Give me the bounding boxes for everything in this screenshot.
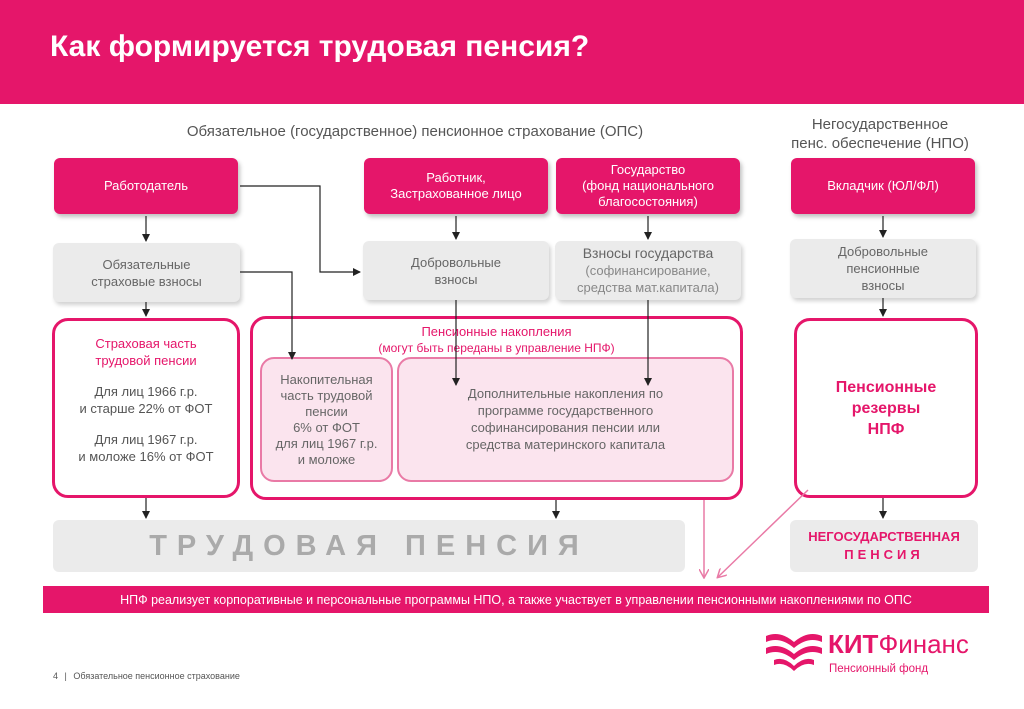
arrow-employer-to-voluntary [240,185,361,276]
ops-header: Обязательное (государственное) пенсионно… [186,123,644,140]
additional-savings-box: Дополнительные накопления по программе г… [397,357,734,482]
insurance-p1-line1: Для лиц 1966 г.р. [94,384,198,399]
page-number: 4 [53,671,59,681]
funded-line4: 6% от ФОТ [293,419,360,435]
npf-reserves-line2: резервы [851,399,921,417]
mandatory-line1: Обязательные [102,256,191,272]
mandatory-line2: страховые взносы [91,273,202,289]
npf-reserves-line1: Пенсионные [835,378,937,396]
savings-subtitle: (могут быть переданы в управление НПФ) [378,341,615,355]
logo-brand-rest: Финанс [878,629,969,659]
voluntary-contributions-box: Добровольные взносы [363,241,549,300]
page-footer: 4 | Обязательное пенсионное страхование [53,671,240,681]
npf-reserves-line3: НПФ [867,420,905,438]
npo-header-line2: пенс. обеспечение (НПО) [791,135,969,152]
funded-part-box: Накопительная часть трудовой пенсии 6% о… [260,357,393,482]
depositor-label: Вкладчик (ЮЛ/ФЛ) [827,178,939,193]
state-contrib-line1: Взносы государства [582,245,714,261]
npo-voluntary-line2: пенсионные [846,261,920,276]
insurance-p2-line1: Для лиц 1967 г.р. [94,432,198,447]
state-box: Государство (фонд национального благосос… [556,158,740,214]
logo-subtitle: Пенсионный фонд [829,663,929,675]
worker-box: Работник, Застрахованное лицо [364,158,548,214]
logo-brand-bold: КИТ [828,629,879,659]
extra-line3: софинансирования пенсии или [471,420,660,435]
private-pension-line1: НЕГОСУДАРСТВЕННАЯ [808,529,960,544]
npf-info-bar: НПФ реализует корпоративные и персональн… [43,586,989,613]
state-label-line1: Государство [610,162,686,177]
npf-reserves-box: Пенсионные резервы НПФ [794,318,978,498]
insurance-part-box: Страховая часть трудовой пенсии Для лиц … [52,318,240,498]
insurance-p1-line2: и старше 22% от ФОТ [79,401,213,416]
worker-label-line2: Застрахованное лицо [390,186,522,201]
employer-box: Работодатель [54,158,238,214]
voluntary-line1: Добровольные [411,254,501,270]
funded-line6: и моложе [297,451,356,467]
funded-line2: часть трудовой [280,387,373,403]
extra-line4: средства материнского капитала [465,437,666,452]
page-footer-text: Обязательное пенсионное страхование [73,671,240,681]
private-pension-box: НЕГОСУДАРСТВЕННАЯ ПЕНСИЯ [790,520,978,572]
page-footer-separator: | [64,671,67,681]
labor-pension-bar: ТРУДОВАЯ ПЕНСИЯ [53,520,685,572]
state-label-line3: благосостояния) [598,194,698,209]
employer-label: Работодатель [103,178,189,193]
labor-pension-label: ТРУДОВАЯ ПЕНСИЯ [149,529,589,562]
savings-title: Пенсионные накопления [421,324,572,339]
depositor-box: Вкладчик (ЮЛ/ФЛ) [791,158,975,214]
extra-line2: программе государственного [477,403,654,418]
logo-brand: КИТФинанс [828,629,969,659]
worker-label-line1: Работник, [426,170,486,185]
state-contrib-line2: (софинансирование, [585,263,711,278]
private-pension-line2: ПЕНСИЯ [844,547,924,562]
extra-line1: Дополнительные накопления по [467,386,664,401]
insurance-title-line2: трудовой пенсии [95,353,197,368]
voluntary-line2: взносы [434,271,478,287]
insurance-title-line1: Страховая часть [95,336,197,351]
npf-info-text: НПФ реализует корпоративные и персональн… [120,592,912,607]
npo-header: Негосударственное пенс. обеспечение (НПО… [770,115,990,153]
kit-finance-logo-icon [764,628,824,672]
title-bar [0,0,1024,104]
npo-voluntary-box: Добровольные пенсионные взносы [790,239,976,298]
insurance-p2-line2: и моложе 16% от ФОТ [78,449,214,464]
state-label-line2: (фонд национального [582,178,714,193]
funded-line1: Накопительная [280,371,373,387]
npo-header-line1: Негосударственное [811,116,949,133]
mandatory-contributions-box: Обязательные страховые взносы [53,243,240,302]
npo-voluntary-line1: Добровольные [838,244,928,259]
arrow-reserves-to-npf-bar [718,489,809,577]
state-contrib-line3: средства мат.капитала) [576,280,719,295]
funded-line3: пенсии [305,403,348,419]
page-title: Как формируется трудовая пенсия? [50,30,590,63]
state-contributions-box: Взносы государства (софинансирование, ср… [555,241,741,300]
arrow-mandatory-to-funded [240,271,296,360]
npo-voluntary-line3: взносы [861,278,905,293]
funded-line5: для лиц 1967 г.р. [275,435,378,451]
